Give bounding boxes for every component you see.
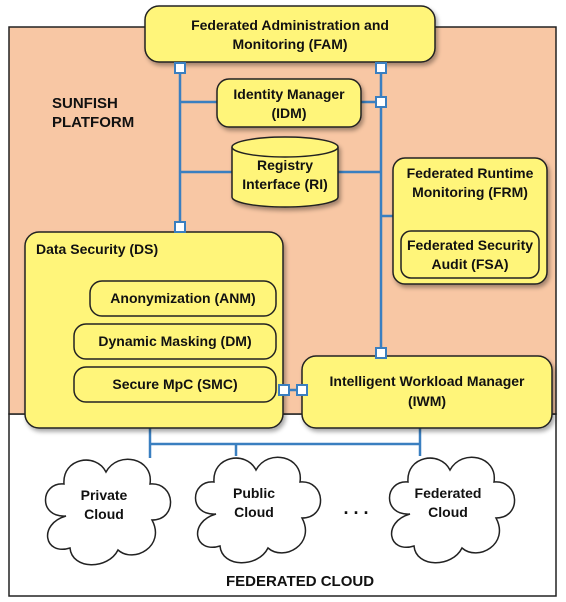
- smc-box[interactable]: Secure MpC (SMC): [73, 366, 277, 403]
- port-fam-left: [174, 62, 186, 74]
- cloud-ellipsis: . . .: [343, 498, 368, 518]
- fam-box[interactable]: Federated Administration and Monitoring …: [144, 5, 436, 63]
- cloud-federated-line1: Federated: [415, 485, 482, 501]
- idm-label-line2: (IDM): [272, 105, 307, 121]
- cloud-private-line2: Cloud: [84, 506, 124, 522]
- platform-label-line2: PLATFORM: [52, 114, 134, 131]
- dm-box[interactable]: Dynamic Masking (DM): [73, 323, 277, 360]
- cloud-private-line1: Private: [81, 487, 128, 503]
- cloud-federated-line2: Cloud: [428, 504, 468, 520]
- dm-label: Dynamic Masking (DM): [98, 333, 251, 349]
- fam-label-line2: Monitoring (FAM): [232, 36, 347, 52]
- frm-label-line2: Monitoring (FRM): [412, 184, 528, 200]
- fsa-box[interactable]: Federated Security Audit (FSA): [400, 230, 540, 279]
- iwm-box[interactable]: Intelligent Workload Manager (IWM): [301, 355, 553, 429]
- ds-title: Data Security (DS): [36, 241, 158, 257]
- iwm-label-line1: Intelligent Workload Manager: [330, 373, 526, 389]
- ri-cylinder[interactable]: [231, 136, 339, 208]
- fsa-label-line1: Federated Security: [407, 237, 533, 253]
- anm-box[interactable]: Anonymization (ANM): [89, 280, 277, 317]
- smc-label: Secure MpC (SMC): [112, 376, 237, 392]
- ri-label-line2: Interface (RI): [242, 176, 328, 192]
- port-iwm-left: [296, 384, 308, 396]
- port-ds-top: [174, 221, 186, 233]
- port-ds-right: [278, 384, 290, 396]
- idm-box[interactable]: Identity Manager (IDM): [216, 78, 362, 128]
- fsa-label-line2: Audit (FSA): [432, 256, 509, 272]
- connector-ports: [174, 62, 387, 396]
- port-idm-right: [375, 96, 387, 108]
- ri-label-line1: Registry: [257, 157, 313, 173]
- frm-label-line1: Federated Runtime: [407, 165, 534, 181]
- idm-label-line1: Identity Manager: [233, 86, 345, 102]
- port-fam-right: [375, 62, 387, 74]
- fam-label-line1: Federated Administration and: [191, 17, 389, 33]
- federated-cloud-label: FEDERATED CLOUD: [226, 573, 374, 590]
- iwm-label-line2: (IWM): [408, 393, 446, 409]
- cloud-public-line1: Public: [233, 485, 275, 501]
- cloud-public-line2: Cloud: [234, 504, 274, 520]
- platform-label-line1: SUNFISH: [52, 95, 118, 112]
- anm-label: Anonymization (ANM): [110, 290, 255, 306]
- port-iwm-top: [375, 347, 387, 359]
